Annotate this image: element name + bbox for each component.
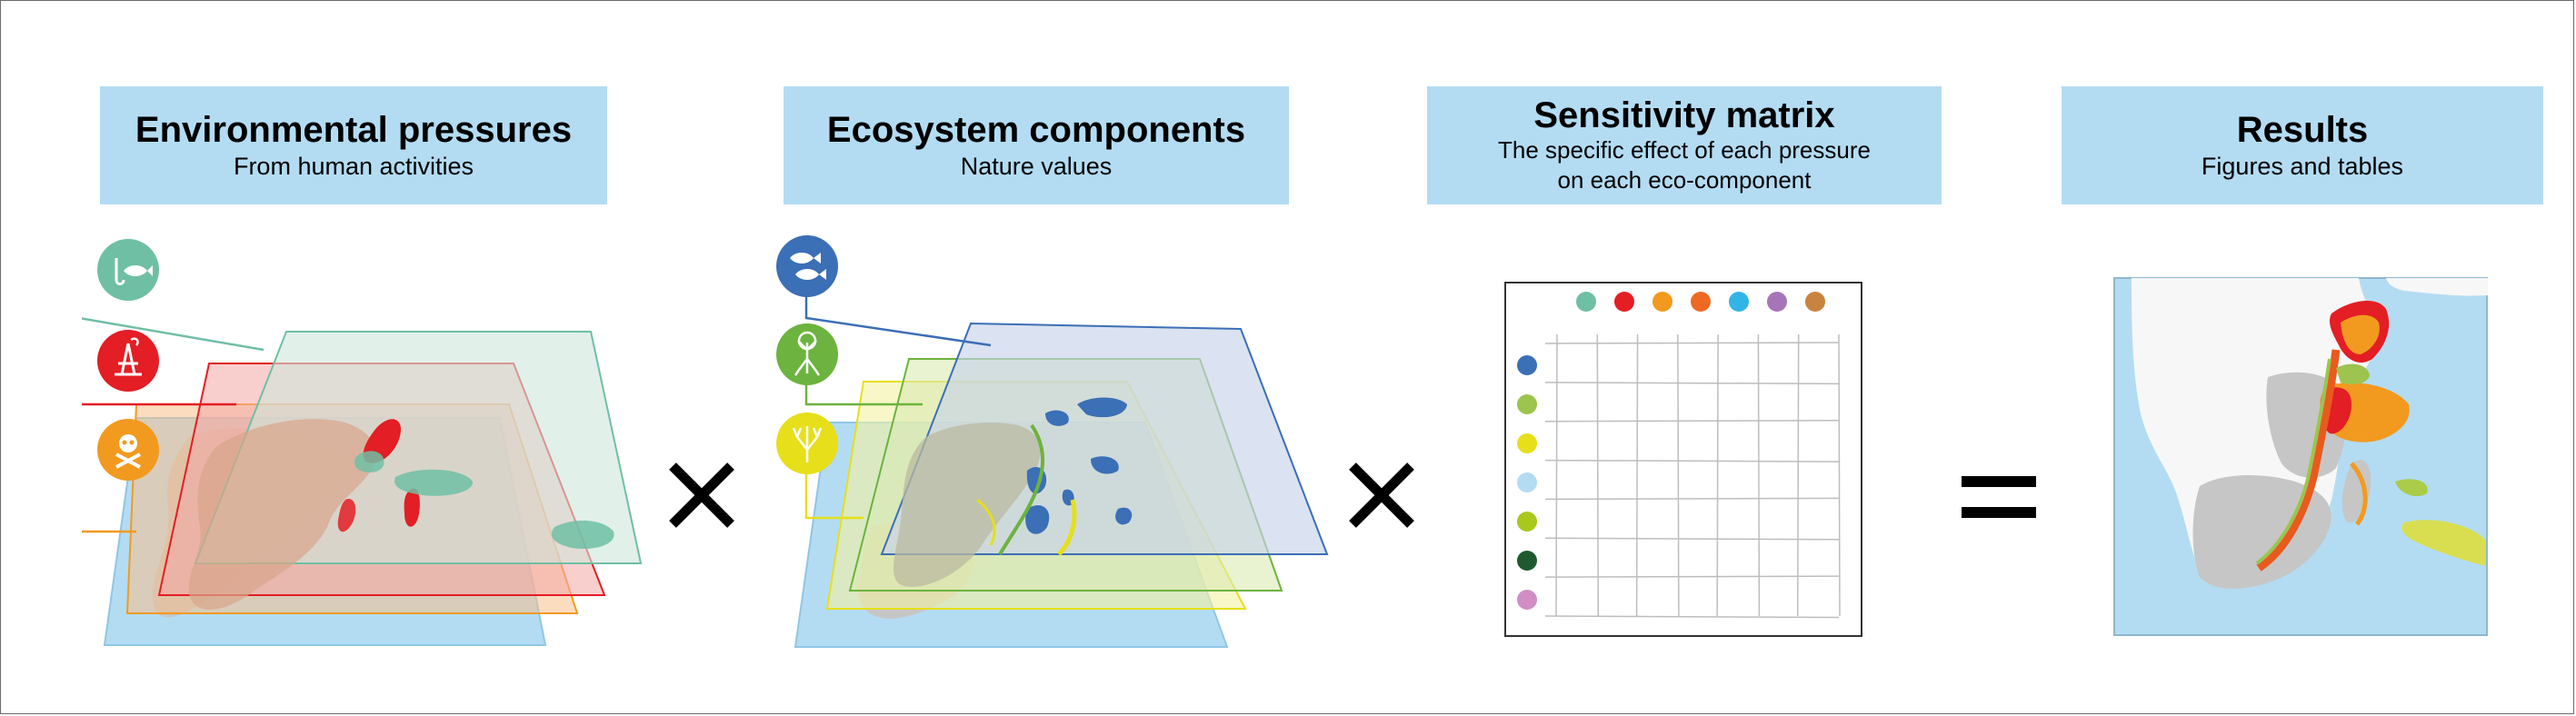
matrix-pressure-marker bbox=[1614, 292, 1634, 312]
matrix-component-marker bbox=[1517, 472, 1537, 492]
matrix-row-markers bbox=[1517, 355, 1537, 610]
matrix-component-marker bbox=[1517, 512, 1537, 532]
matrix-border bbox=[1504, 282, 1862, 637]
pressures-header: Environmental pressures From human activ… bbox=[100, 86, 607, 204]
matrix-pressure-marker bbox=[1691, 292, 1711, 312]
fish-icon bbox=[776, 235, 838, 297]
matrix-subtitle-line1: The specific effect of each pressure bbox=[1498, 136, 1871, 164]
fishing-patch-2 bbox=[551, 520, 614, 550]
matrix-component-marker bbox=[1517, 394, 1537, 414]
coral-coast bbox=[1057, 499, 1077, 556]
results-arabia bbox=[2386, 278, 2488, 296]
matrix-grid-hline bbox=[1544, 575, 1840, 578]
results-title: Results bbox=[2236, 110, 2369, 150]
matrix-pressure-marker bbox=[1576, 292, 1596, 312]
pressures-subtitle: From human activities bbox=[233, 153, 474, 180]
pressures-layers-graphic bbox=[82, 317, 643, 646]
mangrove-tree-icon bbox=[776, 323, 838, 385]
times-icon bbox=[1349, 462, 1414, 528]
fish-patch-5 bbox=[1091, 456, 1119, 474]
oil-connector bbox=[82, 403, 236, 406]
matrix-grid bbox=[1544, 333, 1841, 619]
matrix-component-marker bbox=[1517, 590, 1537, 610]
ecosystem-title: Ecosystem components bbox=[826, 110, 1246, 150]
equals-icon bbox=[1962, 476, 2036, 518]
results-header: Results Figures and tables bbox=[2062, 86, 2543, 204]
matrix-grid-vline bbox=[1555, 333, 1558, 617]
matrix-grid-hline bbox=[1544, 382, 1840, 385]
matrix-title: Sensitivity matrix bbox=[1533, 95, 1835, 135]
result-coral-patch bbox=[2395, 479, 2428, 497]
matrix-subtitle-line2: on each eco-component bbox=[1557, 166, 1812, 194]
matrix-grid-hline bbox=[1544, 615, 1840, 619]
fishing-icon bbox=[97, 239, 159, 301]
ecosystem-layers-graphic bbox=[794, 264, 1329, 648]
matrix-pressure-marker bbox=[1652, 292, 1672, 312]
sensitivity-matrix bbox=[1504, 282, 1862, 637]
matrix-grid-vline bbox=[1677, 333, 1680, 617]
matrix-pressure-marker bbox=[1767, 292, 1787, 312]
oil-patch-2 bbox=[404, 488, 420, 527]
fish-patch-2 bbox=[1045, 410, 1069, 426]
result-coast-band-green bbox=[2255, 358, 2331, 565]
fishing-patch bbox=[394, 469, 474, 496]
matrix-grid-hline bbox=[1544, 419, 1840, 423]
oil-patch-3 bbox=[337, 499, 356, 532]
pollution-skull-icon bbox=[97, 419, 159, 481]
matrix-component-marker bbox=[1517, 355, 1537, 375]
matrix-component-marker bbox=[1517, 433, 1537, 453]
coral-icon bbox=[776, 413, 838, 474]
matrix-grid-vline bbox=[1635, 333, 1639, 617]
result-madagascar-band bbox=[2350, 462, 2368, 526]
times-icon bbox=[669, 462, 734, 528]
matrix-grid-vline bbox=[1757, 333, 1761, 617]
ecosystem-header: Ecosystem components Nature values bbox=[784, 86, 1289, 204]
results-map bbox=[2113, 277, 2488, 636]
result-coral-patch-2 bbox=[2401, 520, 2486, 566]
pressures-land bbox=[188, 419, 376, 610]
matrix-pressure-marker bbox=[1805, 292, 1825, 312]
fish-patch-4 bbox=[1025, 505, 1050, 534]
matrix-grid-vline bbox=[1838, 333, 1841, 617]
results-africa-south bbox=[2192, 475, 2331, 589]
ecosystem-land bbox=[894, 423, 1041, 587]
matrix-grid-vline bbox=[1596, 333, 1600, 617]
fishing-patch-3 bbox=[354, 451, 384, 472]
matrix-grid-vline bbox=[1716, 333, 1719, 617]
fishing-connector bbox=[82, 317, 265, 352]
mangrove-coast bbox=[998, 423, 1044, 556]
matrix-component-marker bbox=[1517, 551, 1537, 571]
oil-platform-icon bbox=[97, 330, 159, 392]
fish-patch-6 bbox=[1115, 507, 1133, 525]
result-coast-band bbox=[2256, 349, 2341, 572]
matrix-grid-hline bbox=[1544, 497, 1840, 501]
fish-patch bbox=[1077, 397, 1127, 418]
matrix-header: Sensitivity matrix The specific effect o… bbox=[1427, 86, 1942, 204]
results-subtitle: Figures and tables bbox=[2201, 153, 2404, 180]
matrix-pressure-marker bbox=[1729, 292, 1749, 312]
matrix-grid-hline bbox=[1544, 459, 1840, 462]
pollution-connector bbox=[82, 530, 136, 533]
coral-coast-2 bbox=[976, 498, 996, 546]
ecosystem-subtitle: Nature values bbox=[960, 153, 1113, 180]
matrix-grid-hline bbox=[1544, 537, 1840, 541]
pressures-title: Environmental pressures bbox=[135, 110, 573, 150]
matrix-grid-vline bbox=[1796, 333, 1800, 617]
result-hotspot-north-glow bbox=[2341, 314, 2380, 354]
matrix-column-markers bbox=[1576, 292, 1825, 312]
result-mangrove-patch bbox=[2336, 363, 2370, 384]
